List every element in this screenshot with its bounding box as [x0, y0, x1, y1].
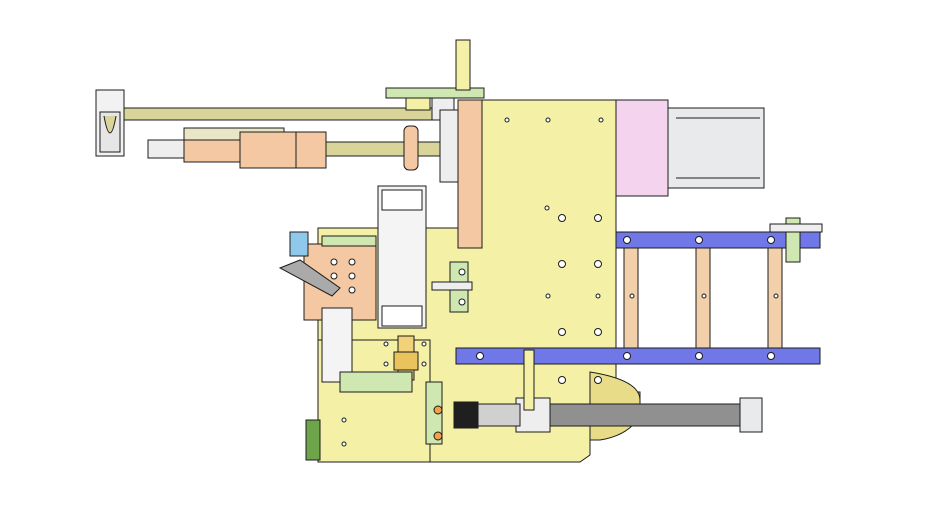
bottom-cylinder: [547, 403, 759, 427]
blue-bar-top: [615, 231, 821, 249]
upper-rod: [123, 107, 455, 121]
left-cylinder: [321, 307, 353, 383]
lever-arm: [278, 259, 341, 297]
steel-cylinder-body: [667, 107, 765, 189]
pink-cylinder-head: [615, 99, 669, 197]
blue-bar-bottom: [455, 347, 821, 365]
flange-disc: [403, 125, 419, 171]
vertical-slide: [457, 99, 483, 249]
black-fitting: [453, 401, 479, 429]
